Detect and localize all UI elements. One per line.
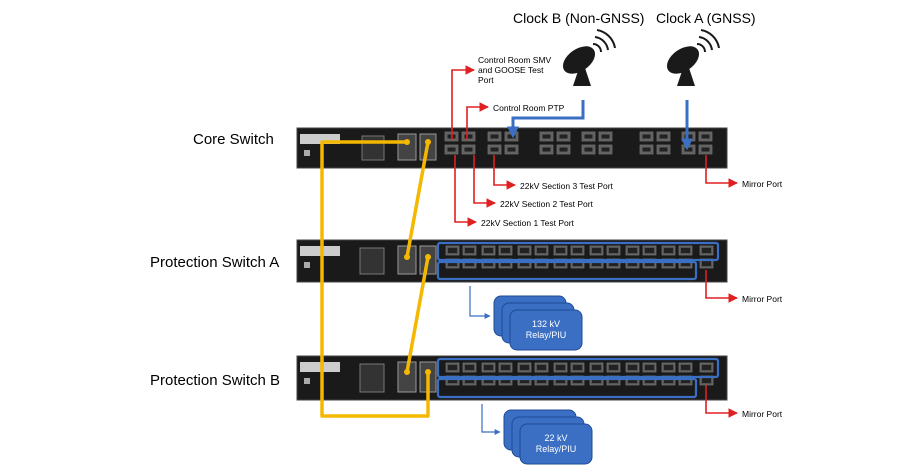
clock-a-label: Clock A (GNSS) (656, 10, 756, 26)
section1-test-port-label: 22kV Section 1 Test Port (481, 218, 574, 228)
mirror-port-a-label: Mirror Port (742, 294, 783, 304)
relay-stack-22kv (503, 409, 593, 465)
relay-132kv-label: 132 kV Relay/PIU (511, 319, 581, 341)
clock-b-label: Clock B (Non-GNSS) (513, 10, 645, 26)
yellow-link-core-to-a (405, 141, 430, 258)
satellite-dish-icon (562, 29, 616, 86)
relay-132kv-type: Relay/PIU (525, 330, 567, 340)
relay-22kv-label: 22 kV Relay/PIU (521, 433, 591, 455)
yellow-link-loop (320, 140, 430, 418)
section2-test-port-label: 22kV Section 2 Test Port (500, 199, 593, 209)
protection-switch-b-label: Protection Switch B (150, 372, 281, 389)
yellow-link-dots (404, 139, 431, 375)
relay-22kv-type: Relay/PIU (535, 444, 577, 454)
core-switch-label: Core Switch (193, 131, 274, 148)
protection-switch-b (296, 355, 728, 401)
relay-132kv-voltage: 132 kV (531, 319, 561, 329)
yellow-links (320, 140, 430, 418)
control-room-ptp-label: Control Room PTP (493, 103, 565, 113)
mirror-port-b-label: Mirror Port (742, 409, 783, 419)
satellite-dish-icon (666, 29, 720, 86)
relay-stack-132kv (493, 295, 583, 351)
relay-connectors (469, 286, 501, 435)
yellow-link-a-to-b (405, 256, 430, 373)
relay-22kv-voltage: 22 kV (544, 433, 568, 443)
clock-links (507, 100, 693, 151)
protection-switch-a (296, 239, 728, 283)
mirror-port-core-label: Mirror Port (742, 179, 783, 189)
protection-switch-a-label: Protection Switch A (150, 254, 280, 271)
section3-test-port-label: 22kV Section 3 Test Port (520, 181, 613, 191)
red-callouts (451, 65, 738, 418)
control-room-smv-goose-label: Control Room SMV and GOOSE Test Port (478, 55, 552, 85)
